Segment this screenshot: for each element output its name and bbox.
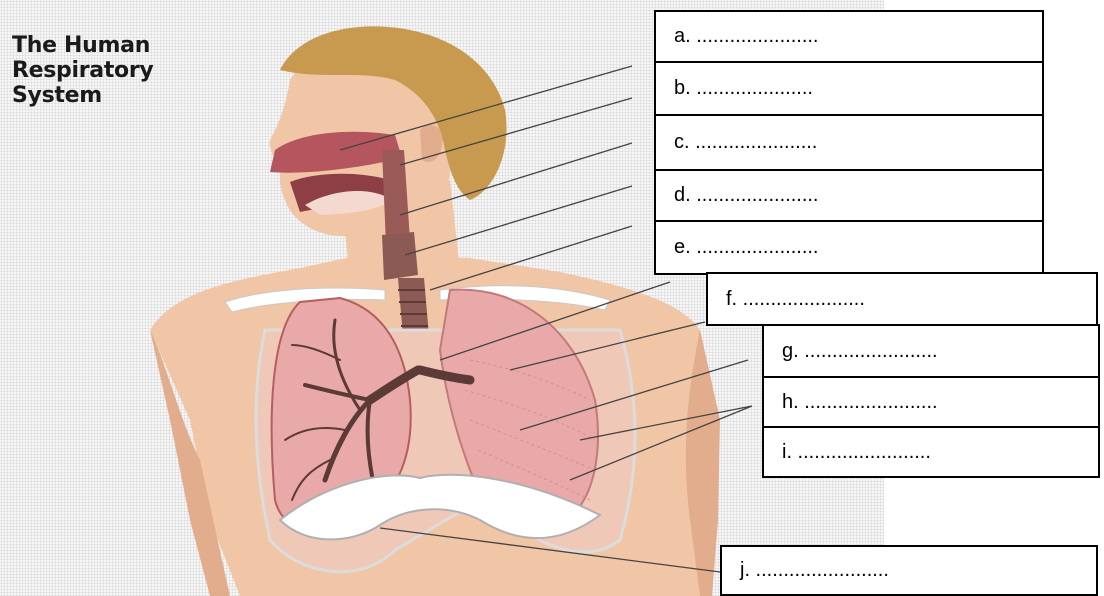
label-f: f. ...................... [726, 288, 865, 311]
label-box-d[interactable]: d. ...................... [654, 169, 1044, 222]
label-box-b[interactable]: b. ..................... [654, 61, 1044, 116]
label-h: h. ........................ [782, 391, 938, 414]
label-i: i. ........................ [782, 441, 931, 464]
label-e: e. ...................... [674, 236, 818, 259]
label-c: c. ...................... [674, 131, 817, 154]
title-line-3: System [12, 83, 153, 108]
diagram-title: The Human Respiratory System [12, 33, 153, 108]
label-box-i[interactable]: i. ........................ [762, 426, 1100, 478]
label-box-j[interactable]: j. ........................ [720, 545, 1098, 596]
title-line-2: Respiratory [12, 58, 153, 83]
label-box-h[interactable]: h. ........................ [762, 376, 1100, 428]
label-j: j. ........................ [740, 559, 889, 582]
label-box-a[interactable]: a. ...................... [654, 10, 1044, 63]
label-box-c[interactable]: c. ...................... [654, 114, 1044, 171]
label-d: d. ...................... [674, 184, 818, 207]
label-box-e[interactable]: e. ...................... [654, 220, 1044, 275]
label-a: a. ...................... [674, 25, 818, 48]
label-box-g[interactable]: g. ........................ [762, 324, 1100, 378]
title-line-1: The Human [12, 33, 153, 58]
larynx [382, 232, 418, 280]
label-b: b. ..................... [674, 77, 813, 100]
label-box-f[interactable]: f. ...................... [706, 272, 1098, 326]
label-g: g. ........................ [782, 340, 938, 363]
